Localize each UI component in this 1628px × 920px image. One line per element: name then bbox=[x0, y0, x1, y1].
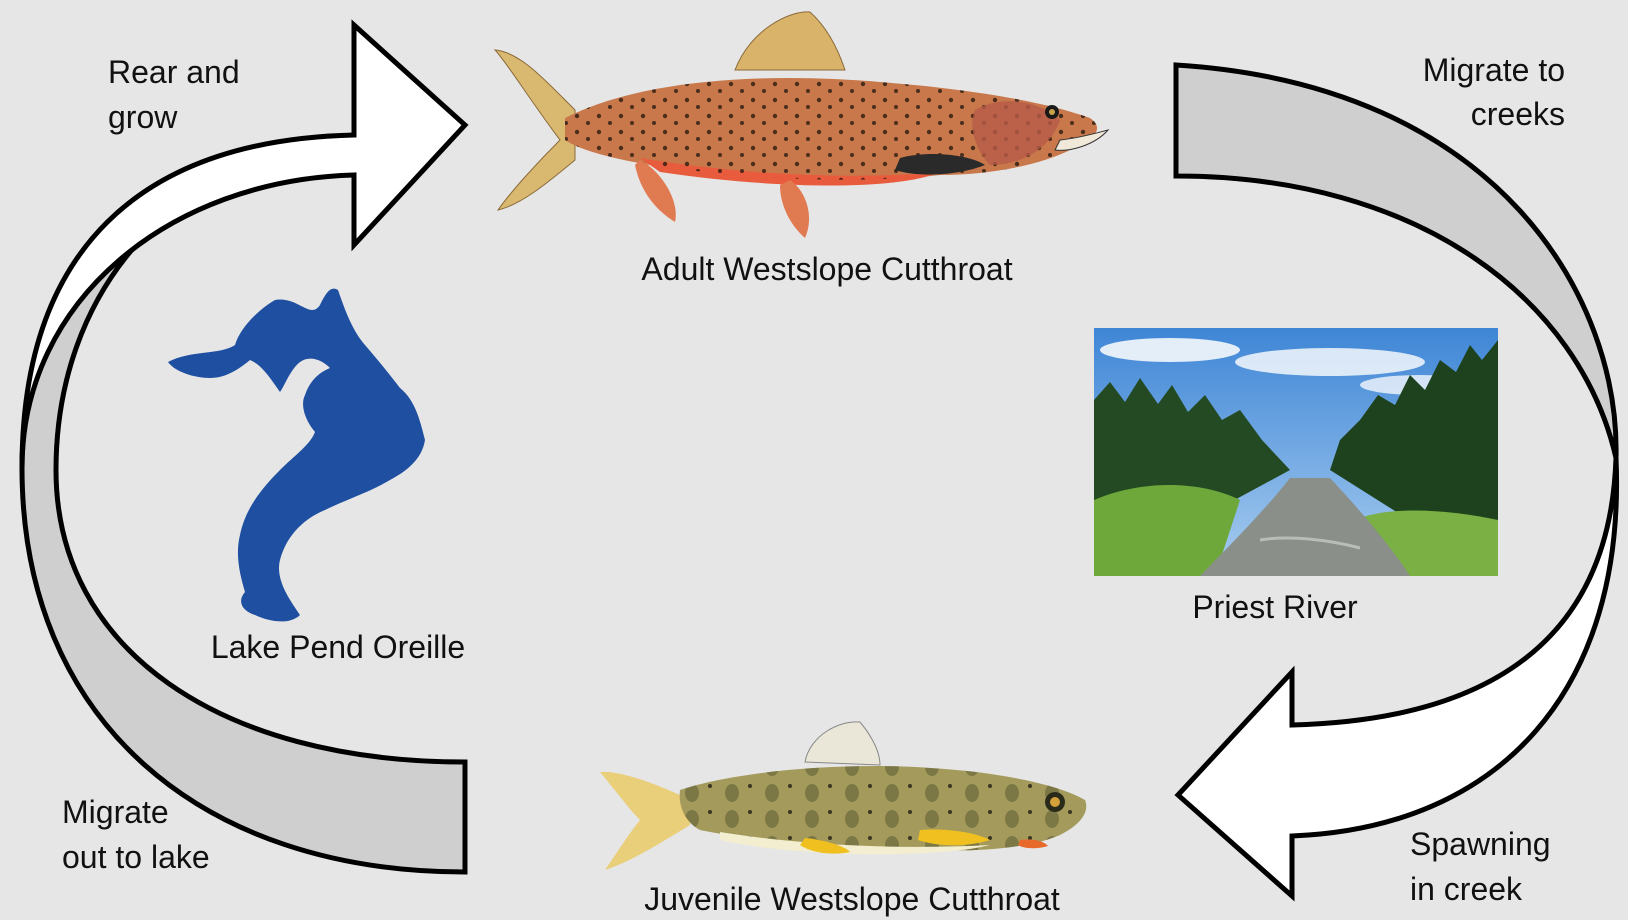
adult-fish-label: Adult Westslope Cutthroat bbox=[641, 251, 1012, 287]
migrate-lake-label-line1: Migrate bbox=[62, 794, 169, 830]
spawning-label-line2: in creek bbox=[1410, 871, 1523, 907]
migrate-creeks-label-line2: creeks bbox=[1471, 96, 1565, 132]
adult-cutthroat-fish-image bbox=[495, 12, 1108, 238]
rear-grow-label-line2: grow bbox=[108, 99, 178, 135]
migrate-creeks-label-line1: Migrate to bbox=[1423, 52, 1565, 88]
priest-river-photo bbox=[1094, 328, 1498, 576]
lake-label: Lake Pend Oreille bbox=[211, 629, 465, 665]
juvenile-fish-label: Juvenile Westslope Cutthroat bbox=[644, 881, 1060, 917]
spawning-label-line1: Spawning bbox=[1410, 826, 1551, 862]
migrate-lake-label-line2: out to lake bbox=[62, 839, 210, 875]
juvenile-cutthroat-fish-image bbox=[600, 722, 1086, 870]
river-label: Priest River bbox=[1192, 589, 1358, 625]
rear-grow-label-line1: Rear and bbox=[108, 54, 240, 90]
lake-pend-oreille-map bbox=[168, 289, 425, 622]
